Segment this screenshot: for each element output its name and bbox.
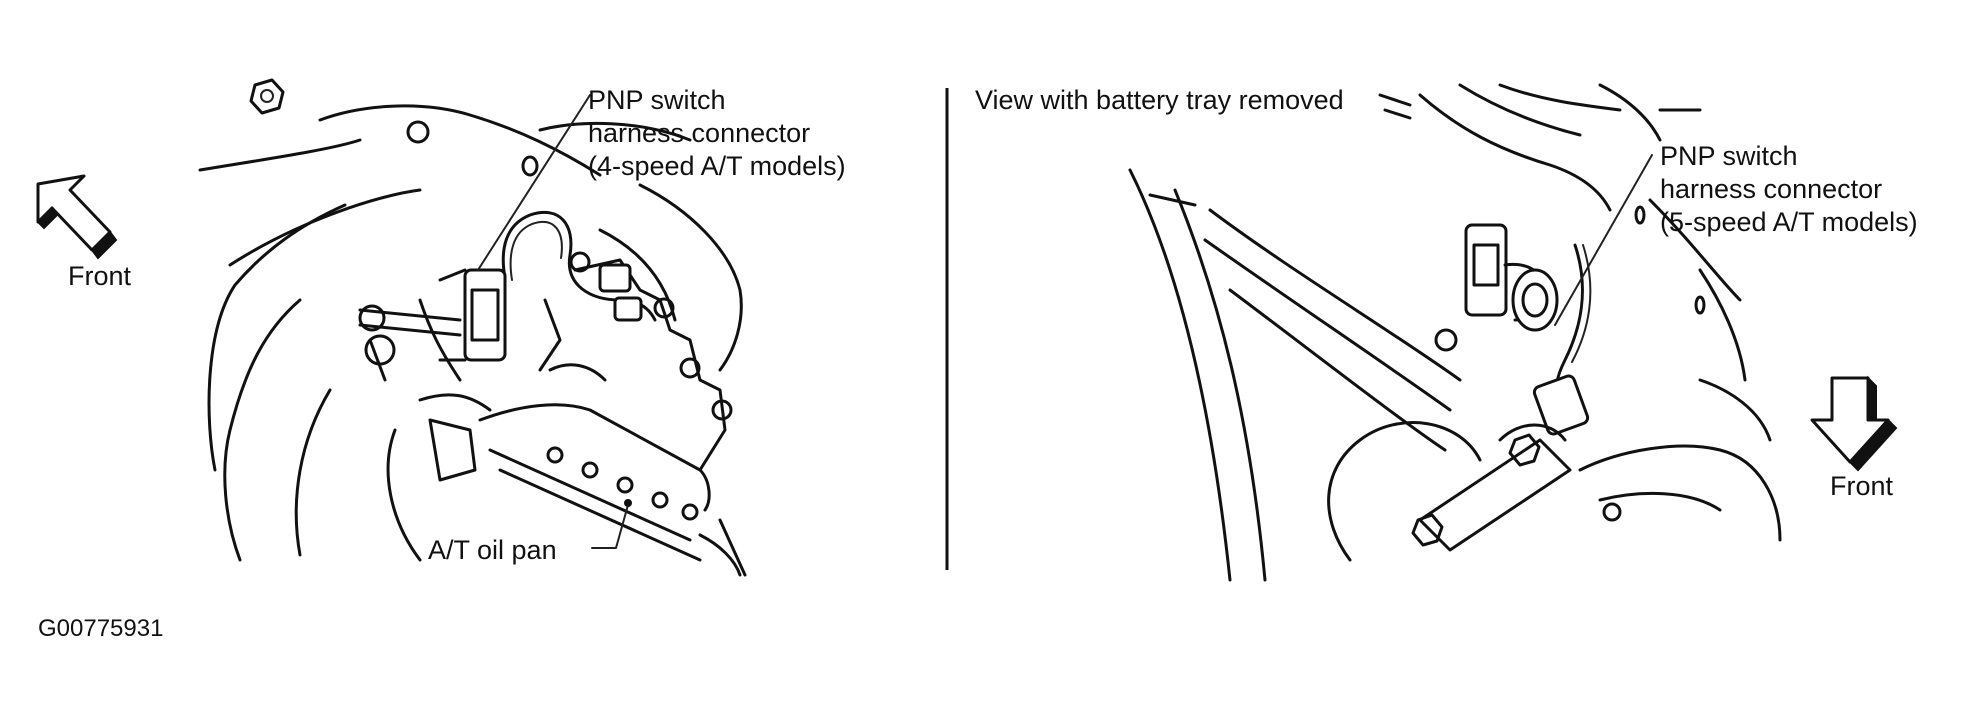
left-engine-drawing	[198, 78, 747, 577]
right-callout-line-2: harness connector	[1660, 174, 1883, 204]
front-arrow-left	[36, 174, 118, 260]
right-callout-line-1: PNP switch	[1660, 141, 1798, 171]
figure-id: G00775931	[38, 615, 164, 642]
left-callout-line-1: PNP switch	[588, 85, 726, 115]
right-engine-drawing	[1128, 83, 1782, 582]
left-callout-line-3: (4-speed A/T models)	[588, 151, 846, 181]
front-label-left: Front	[68, 261, 132, 291]
front-label-right: Front	[1830, 471, 1894, 501]
left-connector-callout: PNP switch harness connector (4-speed A/…	[588, 84, 846, 183]
right-callout-line-3: (5-speed A/T models)	[1660, 207, 1918, 237]
right-connector-callout: PNP switch harness connector (5-speed A/…	[1660, 140, 1918, 239]
left-callout-line-2: harness connector	[588, 118, 811, 148]
view-caption: View with battery tray removed	[975, 85, 1344, 115]
front-arrow-right	[1810, 375, 1898, 472]
oil-pan-label: A/T oil pan	[428, 535, 557, 565]
